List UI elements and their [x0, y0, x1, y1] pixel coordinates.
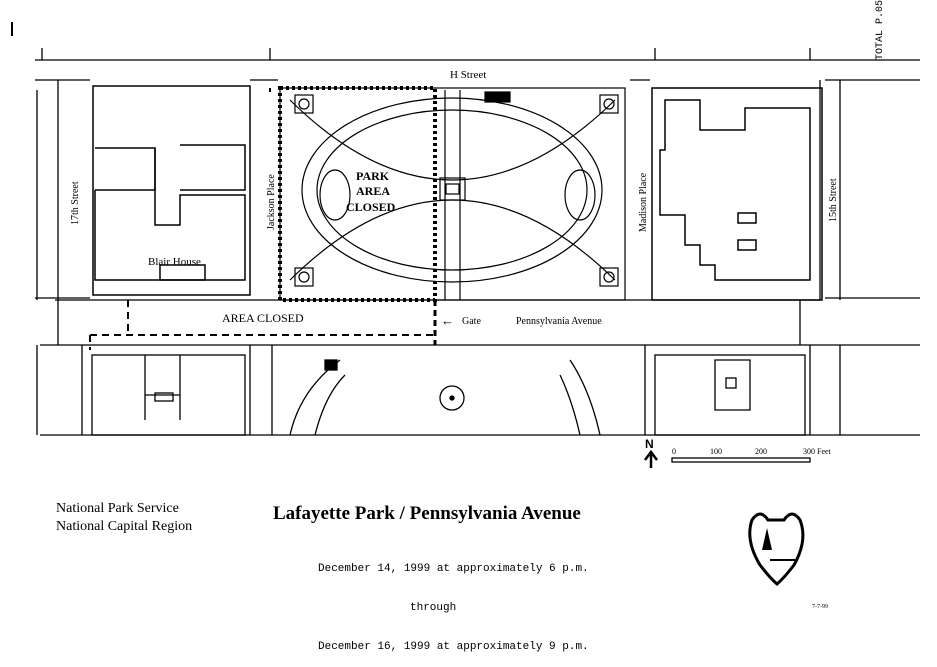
lafayette-park	[279, 87, 626, 301]
closure-map: H Street 17th Street Jackson Place Madis…	[11, 22, 920, 586]
closed-area-boundary	[278, 86, 437, 345]
fax-page-total: TOTAL P.05	[875, 0, 886, 60]
scale-tick-100: 100	[710, 447, 722, 456]
label-h-street: H Street	[450, 69, 486, 81]
east-block	[651, 87, 823, 301]
blair-block	[92, 85, 251, 296]
label-blair-house: Blair House	[148, 256, 201, 268]
agency-block: National Park Service National Capital R…	[56, 500, 192, 536]
lower-blocks	[91, 354, 806, 436]
scale-tick-200: 200	[755, 447, 767, 456]
closed-street-boundary	[89, 88, 435, 350]
label-madison-place: Madison Place	[638, 172, 649, 232]
label-park-closed-2: AREA	[356, 184, 390, 198]
label-pennsylvania-avenue: Pennsylvania Avenue	[516, 316, 602, 327]
label-15th-street: 15th Street	[828, 178, 839, 222]
scale-tick-300: 300 Feet	[803, 447, 832, 456]
north-arrow-icon	[644, 449, 658, 468]
closure-dates: December 14, 1999 at approximately 6 p.m…	[318, 537, 589, 667]
label-area-closed: AREA CLOSED	[222, 311, 304, 325]
label-jackson-place: Jackson Place	[266, 174, 277, 230]
north-label: N	[645, 437, 654, 451]
label-park-closed-1: PARK	[356, 169, 390, 183]
gate-arrow-icon: ←	[441, 313, 454, 328]
agency-name: National Park Service	[56, 501, 179, 516]
closure-through: through	[410, 602, 457, 614]
map-revision-date: 7-7-99	[812, 604, 828, 610]
street-grid	[35, 48, 920, 436]
nps-arrowhead-logo	[748, 512, 805, 586]
label-park-closed-3: CLOSED	[346, 200, 396, 214]
scale-tick-0: 0	[672, 447, 676, 456]
map-title: Lafayette Park / Pennsylvania Avenue	[273, 503, 581, 524]
scale-bar: 0 100 200 300 Feet	[671, 447, 832, 463]
agency-region: National Capital Region	[56, 519, 193, 534]
closure-end: December 16, 1999 at approximately 9 p.m…	[318, 641, 589, 653]
label-17th-street: 17th Street	[70, 181, 81, 225]
closure-start: December 14, 1999 at approximately 6 p.m…	[318, 563, 589, 575]
label-gate: Gate	[462, 316, 481, 327]
